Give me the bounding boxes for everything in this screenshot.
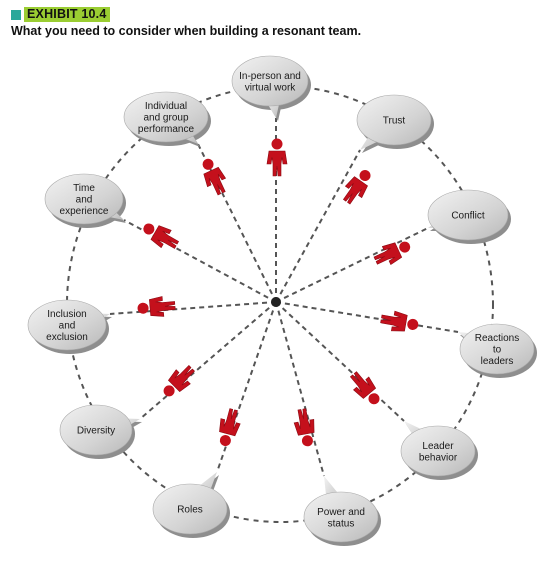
- topic-label: and: [76, 195, 93, 206]
- person-figure: [163, 365, 195, 397]
- spokes: [109, 118, 459, 477]
- topic-bubble-trust: Trust: [356, 94, 434, 153]
- bubble-body: [459, 323, 535, 375]
- spoke-line: [275, 227, 429, 303]
- spoke-line: [275, 301, 325, 477]
- spoke-line: [123, 219, 277, 303]
- bubble-body: [123, 91, 209, 143]
- exhibit-square-icon: [11, 9, 21, 20]
- bubble-body: [152, 483, 228, 535]
- topic-label: behavior: [419, 452, 458, 463]
- bubble-body: [427, 189, 509, 241]
- spoke-line: [139, 301, 277, 420]
- bubble-body: [27, 299, 107, 351]
- person-figure: [143, 223, 179, 249]
- topic-label: Individual: [145, 101, 187, 112]
- topic-label: Trust: [383, 116, 406, 127]
- exhibit-tag: EXHIBIT 10.4: [11, 7, 110, 22]
- center-hub-dot: [271, 297, 281, 307]
- topic-label: and group: [143, 113, 188, 124]
- exhibit-caption: What you need to consider when building …: [11, 24, 362, 38]
- topic-label: Reactions: [475, 333, 519, 344]
- topic-label: to: [493, 345, 502, 356]
- person-figure: [137, 296, 176, 317]
- person-figure: [380, 310, 419, 332]
- topic-bubble-conflict: Conflict: [427, 189, 511, 244]
- topic-label: Time: [73, 183, 95, 194]
- outer-dashed-ring: [66, 85, 494, 523]
- spoke-line: [275, 301, 405, 422]
- topic-label: status: [328, 518, 355, 529]
- person-figure: [266, 138, 288, 177]
- topic-label: Roles: [177, 505, 203, 516]
- bubble-body: [303, 491, 379, 543]
- topic-bubble-diversity: Diversity: [59, 404, 142, 459]
- figures: [137, 138, 419, 447]
- person-figure: [342, 170, 371, 205]
- topic-label: Conflict: [451, 211, 485, 222]
- topic-label: experience: [60, 206, 109, 217]
- bubble-body: [59, 404, 133, 456]
- topic-label: exclusion: [46, 332, 88, 343]
- person-figure: [373, 241, 411, 266]
- topic-bubble-roles: Roles: [152, 472, 230, 538]
- spoke-line: [197, 143, 277, 303]
- topic-label: Diversity: [77, 426, 115, 437]
- bubble-body: [400, 425, 476, 477]
- spoke-line: [275, 301, 459, 333]
- topic-label: leaders: [481, 356, 514, 367]
- bubble-body: [356, 94, 432, 146]
- topic-label: and: [59, 321, 76, 332]
- topic-label: performance: [138, 124, 195, 135]
- topic-label: Inclusion: [47, 309, 86, 320]
- spoke-line: [109, 301, 277, 315]
- outer-ring: [66, 85, 494, 523]
- topic-label: Leader: [422, 441, 454, 452]
- spoke-line: [275, 149, 361, 303]
- exhibit-label: EXHIBIT 10.4: [24, 7, 110, 22]
- topic-label: Power and: [317, 507, 365, 518]
- bubble-body: [44, 173, 124, 225]
- topic-label: In-person and: [239, 71, 301, 82]
- person-figure: [349, 371, 380, 405]
- person-figure: [293, 408, 315, 447]
- spoke-line: [216, 301, 277, 473]
- bubble-body: [231, 55, 309, 107]
- topic-label: virtual work: [245, 82, 297, 93]
- person-figure: [202, 158, 227, 196]
- person-figure: [219, 408, 241, 447]
